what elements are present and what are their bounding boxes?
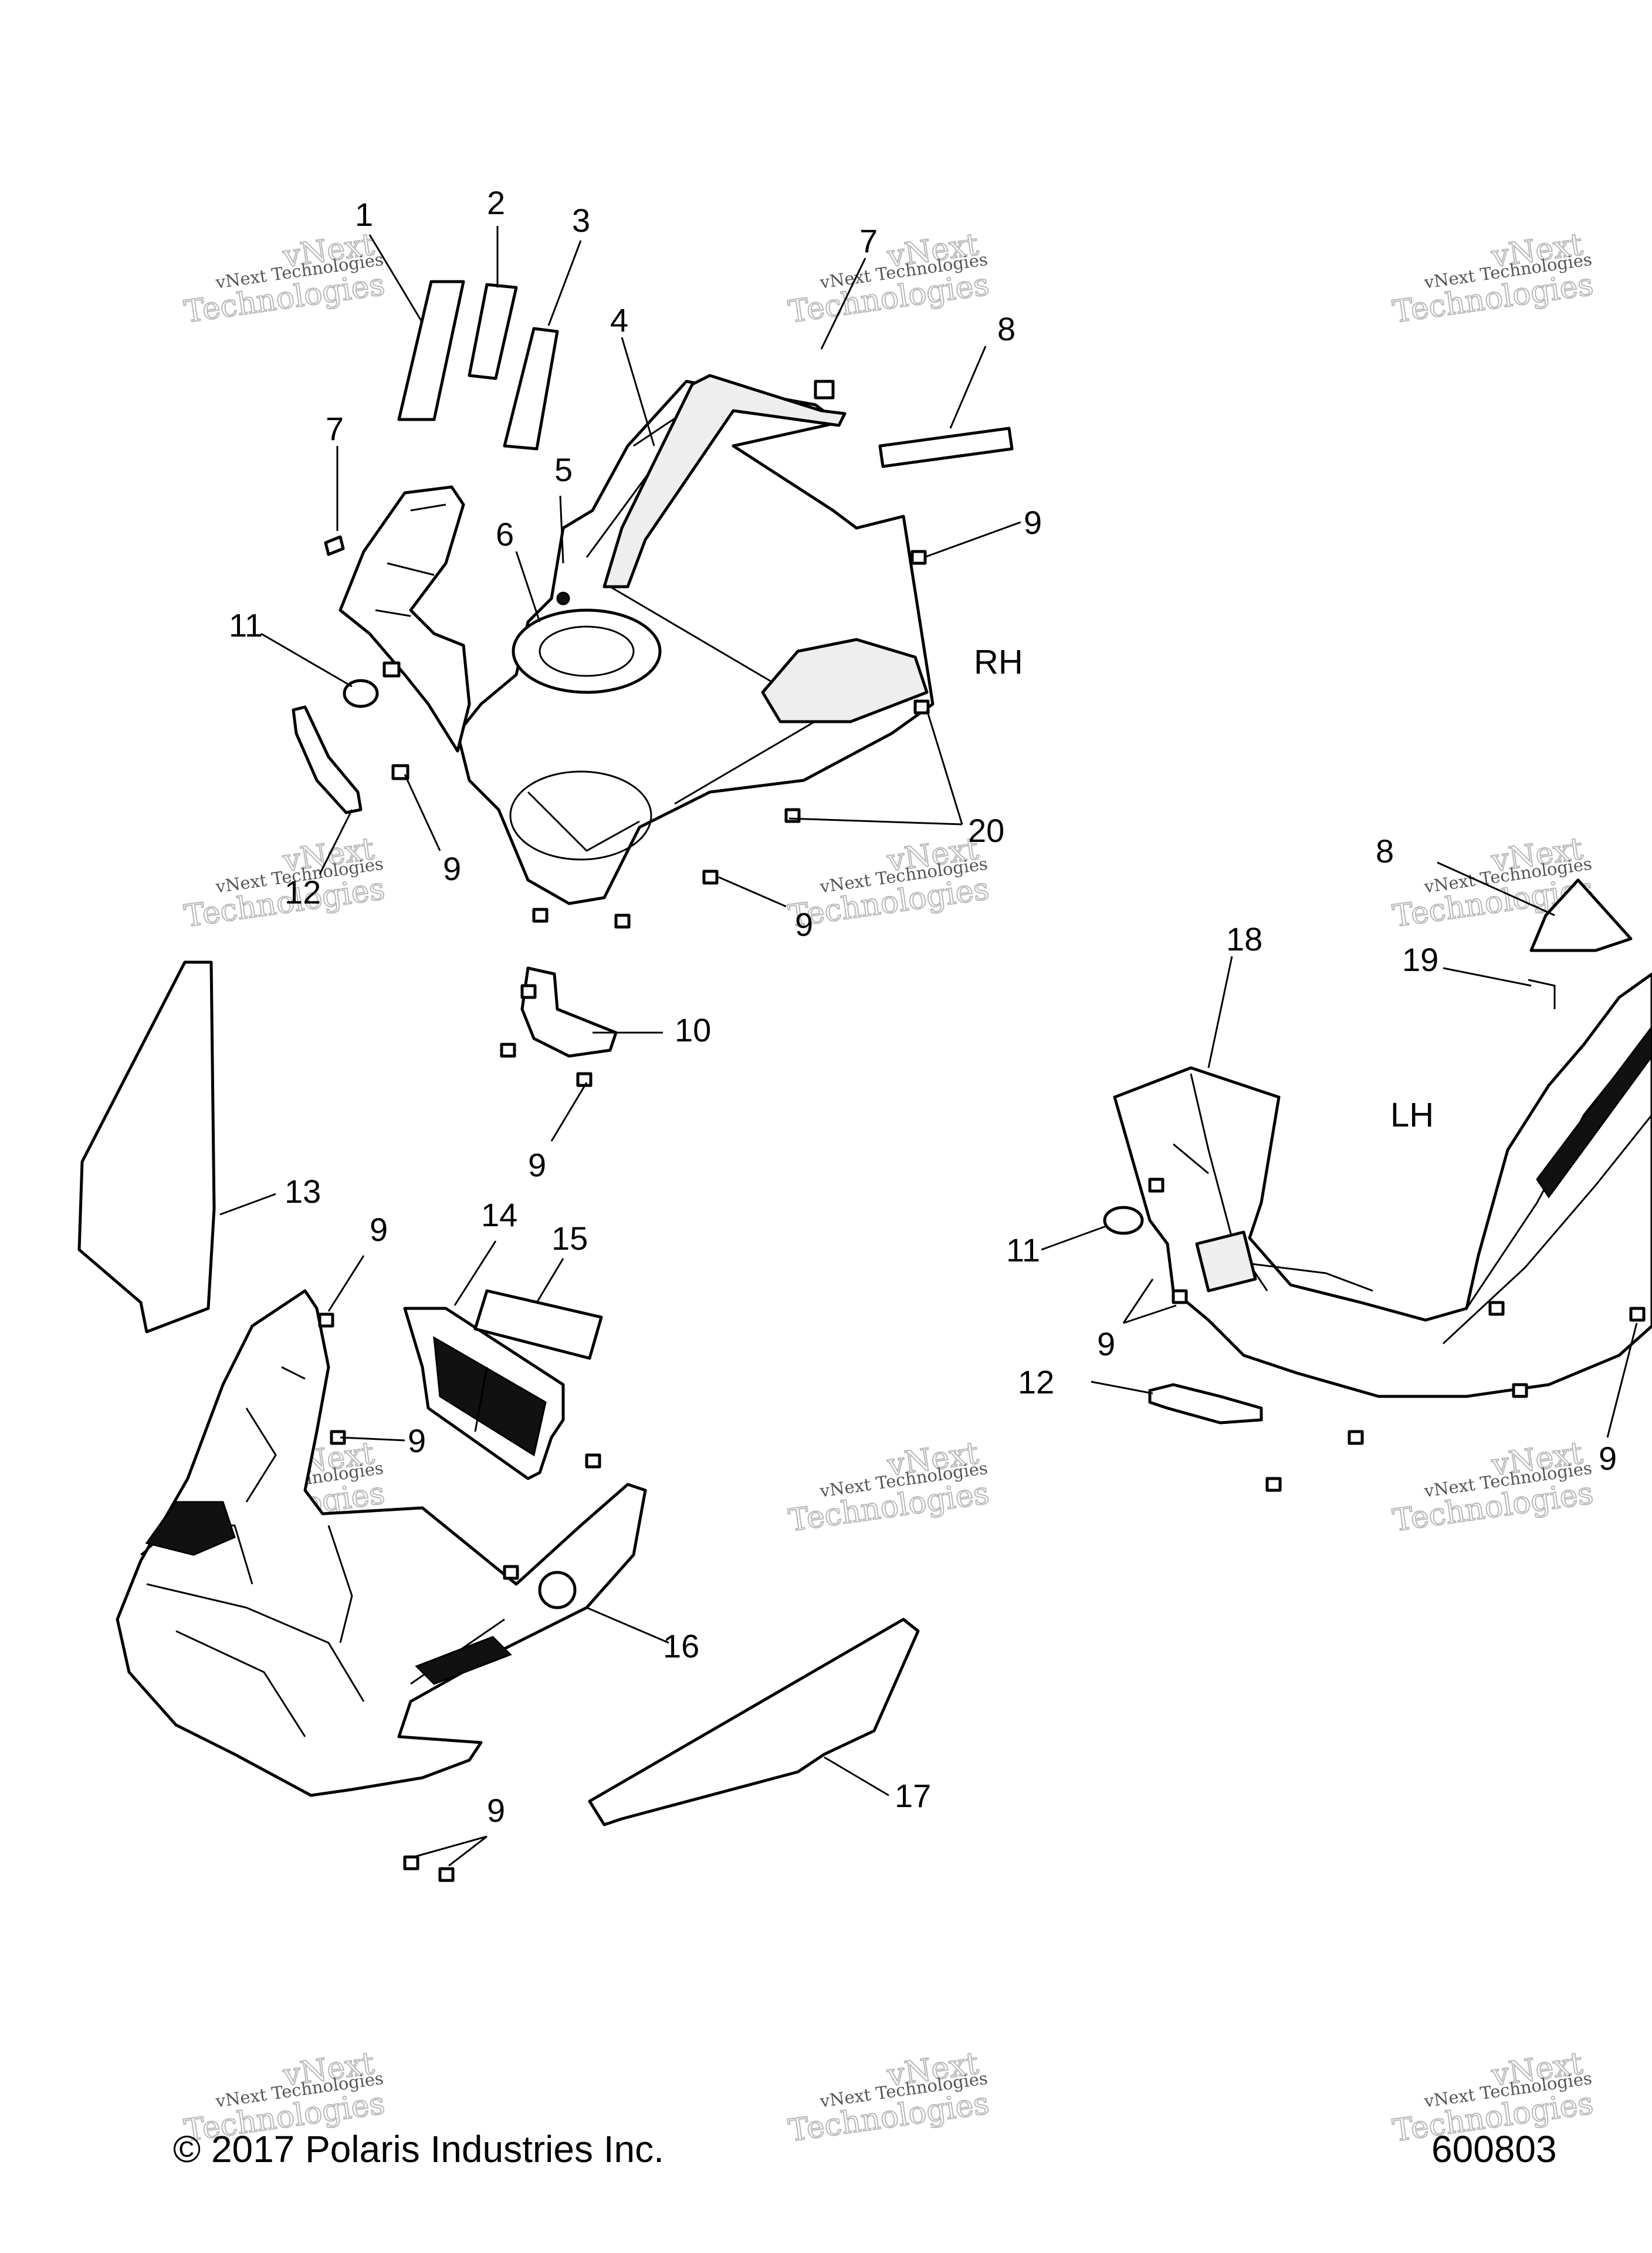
callout-1: 4 [610,302,628,339]
rh-panel-opening [509,770,652,861]
pad-6-shape [503,327,559,451]
side-label-rh: RH [974,643,1023,681]
callout-9-lower-bottom: 9 [487,1792,505,1829]
watermark: vNext vNext Technologies Technologies [181,831,387,935]
pin-19-shape [1528,979,1556,1009]
watermark: vNext vNext Technologies Technologies [786,226,991,330]
strap-12-lh [1148,1383,1263,1425]
callout-7-right: 7 [859,222,878,259]
callout-8-lh: 8 [1376,833,1394,870]
pad-8-rh-shape [878,427,1014,468]
callout-20: 20 [968,812,1004,849]
bracket-10-drawing [500,966,618,1087]
rh-side-bracket [338,485,471,753]
lower-front-port [538,1571,577,1609]
side-label-lh: LH [1390,1096,1434,1134]
callout-9-lh-left: 9 [1097,1325,1115,1362]
watermark: vNext vNext Technologies Technologies [181,226,387,330]
bracket-10-shape [520,966,618,1058]
callout-12-rh: 12 [285,874,321,911]
plug-11-lh [1103,1206,1144,1235]
rh-panel-rail [602,374,847,588]
callout-4: 1 [355,196,373,233]
lh-panel-dark-strip [1536,1025,1652,1199]
pad-15-shape [473,1289,603,1360]
callout-9-rh-bottom: 9 [795,906,813,943]
rh-upper-panel-drawing [292,280,1014,929]
callout-group: 1 2 3 4 5 6 7 8 7 9 11 9 12 20 9 10 9 13… [229,184,1617,1829]
watermark: vNext vNext Technologies Technologies [786,1435,991,1539]
callout-9-rh-right: 9 [1024,504,1042,541]
callout-7-left: 7 [326,410,344,447]
duct-14-drawing [403,1307,565,1480]
callout-9-bracket: 9 [528,1146,546,1183]
lh-panel-body [1113,972,1652,1398]
callout-13: 13 [285,1173,321,1210]
lower-front-body [116,1289,647,1797]
duct-14-dark [433,1336,547,1457]
ring-bracket-2 [512,608,662,694]
drawing-number: 600803 [1431,2128,1557,2170]
strap-12-rh [292,705,363,814]
callout-8-rh: 8 [997,310,1015,347]
watermark: vNext vNext Technologies Technologies [786,2045,991,2149]
rh-panel-body [456,380,935,905]
callout-14: 14 [481,1196,517,1233]
callout-15: 15 [551,1220,588,1257]
plug-11-rh [343,679,379,708]
lh-panel-drawing [1103,878,1652,1492]
lower-front-assembly-drawing [116,1289,647,1882]
pad-5-shape [468,283,518,380]
callout-9-lower-top: 9 [370,1211,388,1248]
rh-side-bracket-detail [375,503,446,617]
lower-front-dark-panel [145,1501,236,1556]
pad-4-shape [397,280,465,421]
panel-13-shape [77,960,216,1334]
leader-lines [219,226,1638,1867]
rh-panel-pocket [761,638,929,723]
watermark: vNext vNext Technologies Technologies [1390,2045,1596,2149]
callout-11-rh: 11 [229,607,263,644]
callout-6: 3 [572,202,590,239]
copyright-notice: © 2017 Polaris Industries Inc. [173,2128,664,2170]
ring-bracket-2-inner [539,625,635,677]
callout-10: 10 [675,1012,711,1048]
callout-9-lh-right: 9 [1599,1440,1617,1477]
callout-2: 6 [496,516,514,553]
callout-19: 19 [1402,941,1438,978]
callout-9-lower-mid: 9 [408,1422,426,1459]
panel-17-shape [588,1618,920,1826]
callout-17: 17 [895,1777,931,1814]
lh-panel-vent [1195,1230,1257,1293]
watermark: vNext vNext Technologies Technologies [1390,226,1596,330]
callout-12-lh: 12 [1018,1364,1054,1400]
lower-front-vent [415,1636,512,1685]
callout-16: 16 [663,1628,699,1665]
callout-5: 2 [487,184,505,221]
lh-panel-detail [1173,1056,1652,1345]
callout-9-rh-left: 9 [443,850,461,887]
callout-3: 5 [554,451,573,488]
callout-18: 18 [1226,921,1262,958]
callout-11-lh: 11 [1006,1232,1040,1268]
watermark: vNext vNext Technologies Technologies [1390,1435,1596,1539]
pad-8-lh-shape [1529,878,1633,952]
